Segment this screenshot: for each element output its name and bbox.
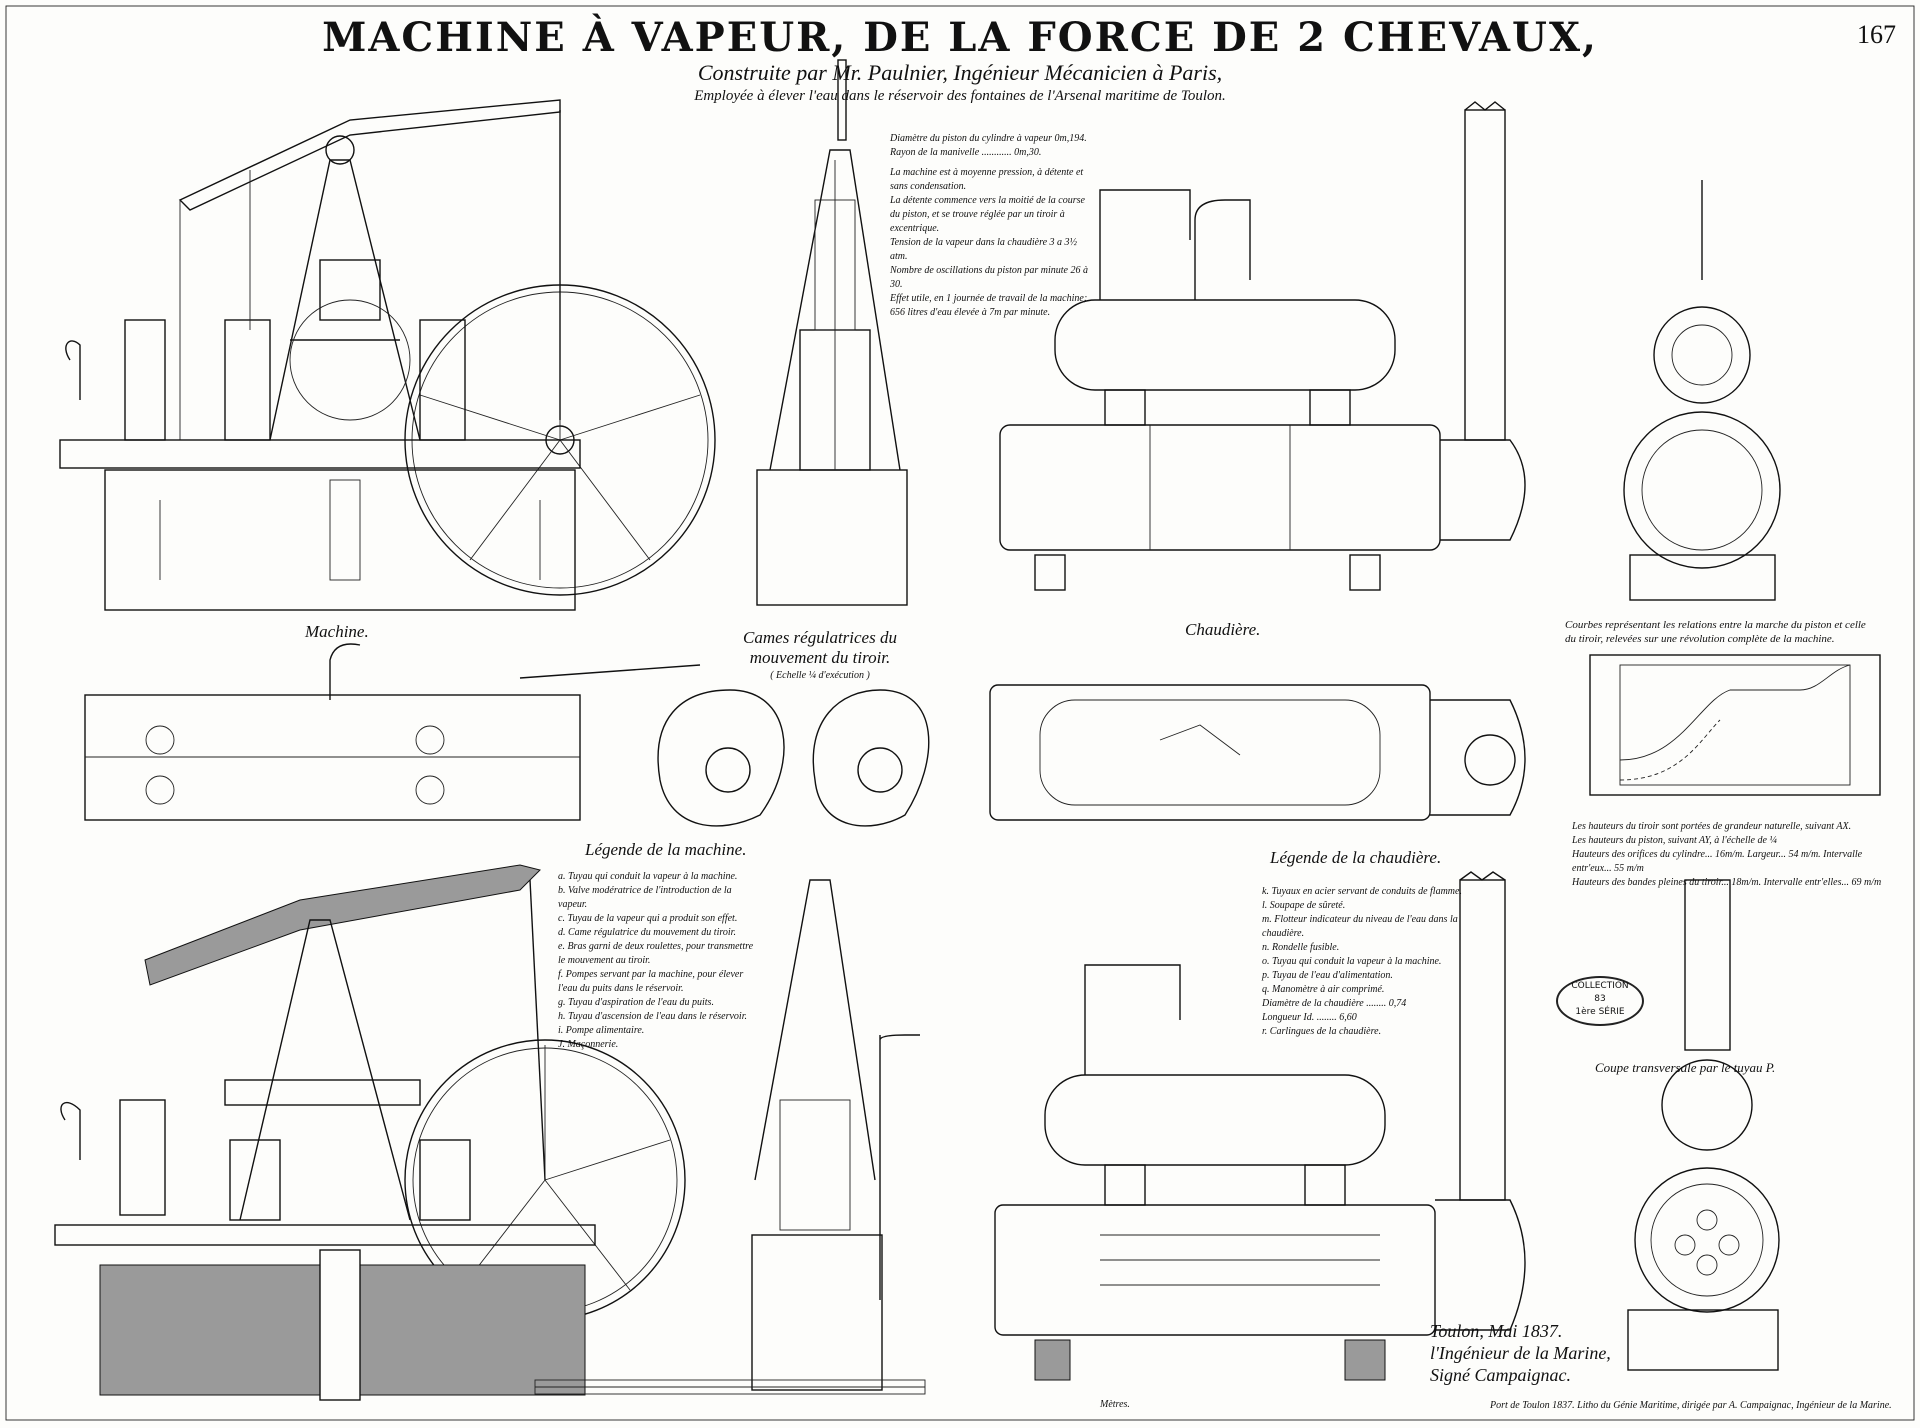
spec-line: La détente commence vers la moitié de la… bbox=[890, 195, 1085, 234]
boiler-section-drawing bbox=[994, 871, 1526, 1381]
courbes-note: Les hauteurs du tiroir sont portées de g… bbox=[1572, 821, 1852, 832]
legend-machine-item: d. Came régulatrice du mouvement du tiro… bbox=[558, 927, 736, 938]
caption-coupe: Coupe transversale par le tuyau P. bbox=[1595, 1060, 1776, 1075]
caption-machine: Machine. bbox=[305, 622, 369, 641]
signature-line: Signé Campaignac. bbox=[1430, 1365, 1571, 1385]
spec-line: La machine est à moyenne pression, à dét… bbox=[890, 167, 1084, 192]
legend-machine-item: g. Tuyau d'aspiration de l'eau du puits. bbox=[558, 997, 714, 1008]
plate-subtitle: Construite par Mr. Paulnier, Ingénieur M… bbox=[697, 60, 1223, 85]
caption-chaudiere: Chaudière. bbox=[1185, 620, 1261, 639]
legend-machine-title: Légende de la machine. bbox=[585, 840, 747, 859]
spec-line: Diamètre du piston du cylindre à vapeur … bbox=[890, 133, 1087, 144]
stamp-line: 83 bbox=[1594, 994, 1606, 1004]
legend-machine: a. Tuyau qui conduit la vapeur à la mach… bbox=[558, 870, 758, 1052]
caption-metres: Mètres. bbox=[1100, 1399, 1130, 1410]
plate-border bbox=[5, 5, 1915, 1421]
boiler-cross-section-lower-drawing bbox=[1627, 879, 1780, 1371]
caption-cames: Cames régulatrices du mouvement du tiroi… bbox=[743, 628, 897, 667]
machine-plan-drawing bbox=[84, 643, 701, 821]
plate-number: 167 bbox=[1857, 20, 1896, 49]
legend-machine-item: c. Tuyau de la vapeur qui a produit son … bbox=[558, 913, 738, 924]
legend-chaudiere-item: q. Manomètre à air comprimé. bbox=[1262, 984, 1385, 995]
machine-side-section-drawing bbox=[751, 879, 920, 1391]
spec-line: Effet utile, en 1 journée de travail de … bbox=[890, 293, 1088, 304]
legend-machine-item: h. Tuyau d'ascension de l'eau dans le ré… bbox=[558, 1011, 747, 1022]
cams-drawing bbox=[657, 689, 930, 827]
machine-elevation-drawing bbox=[59, 99, 716, 611]
caption-courbes: Courbes représentant les relations entre… bbox=[1565, 619, 1866, 645]
caption-cames-scale: ( Echelle ¼ d'exécution ) bbox=[770, 670, 870, 681]
spec-line: 656 litres d'eau élevée à 7m par minute. bbox=[890, 307, 1051, 318]
courbes-note: Les hauteurs du piston, suivant AY, à l'… bbox=[1572, 835, 1777, 846]
signature-block: Toulon, Mai 1837. l'Ingénieur de la Mari… bbox=[1430, 1320, 1611, 1386]
plate-subtitle-usage: Employée à élever l'eau dans le réservoi… bbox=[694, 88, 1226, 104]
legend-chaudiere-item: Diamètre de la chaudière ........ 0,74 bbox=[1262, 998, 1407, 1009]
specs-block: Diamètre du piston du cylindre à vapeur … bbox=[890, 132, 1090, 320]
legend-machine-item: f. Pompes servant par la machine, pour é… bbox=[558, 969, 744, 994]
spec-line: Nombre de oscillations du piston par min… bbox=[890, 265, 1088, 290]
legend-chaudiere-item: Longueur Id. ........ 6,60 bbox=[1262, 1012, 1357, 1023]
courbes-graph bbox=[1589, 654, 1881, 796]
legend-chaudiere-item: k. Tuyaux en acier servant de conduits d… bbox=[1262, 886, 1462, 897]
spec-line: Rayon de la manivelle ............ 0m,30… bbox=[890, 147, 1042, 158]
stamp-line: 1ère SÉRIE bbox=[1575, 1007, 1625, 1017]
courbes-note: Hauteurs des orifices du cylindre... 16m… bbox=[1572, 849, 1863, 874]
legend-chaudiere-item: o. Tuyau qui conduit la vapeur à la mach… bbox=[1262, 956, 1442, 967]
legend-chaudiere: k. Tuyaux en acier servant de conduits d… bbox=[1262, 885, 1482, 1039]
collection-stamp: COLLECTION 83 1ère SÉRIE bbox=[1556, 976, 1644, 1026]
spec-line: Tension de la vapeur dans la chaudière 3… bbox=[890, 237, 1078, 262]
legend-machine-item: J. Maçonnerie. bbox=[558, 1039, 619, 1050]
legend-chaudiere-item: r. Carlingues de la chaudière. bbox=[1262, 1026, 1382, 1037]
machine-section-drawing bbox=[54, 864, 686, 1401]
scale-bar bbox=[534, 1379, 926, 1395]
signature-line: Toulon, Mai 1837. bbox=[1430, 1321, 1563, 1341]
stamp-line: COLLECTION bbox=[1571, 981, 1629, 991]
legend-chaudiere-title: Légende de la chaudière. bbox=[1270, 848, 1442, 867]
boiler-cross-section-drawing bbox=[1623, 180, 1781, 601]
legend-chaudiere-item: n. Rondelle fusible. bbox=[1262, 942, 1340, 953]
boiler-elevation-drawing bbox=[999, 101, 1526, 591]
courbes-note: Hauteurs des bandes pleines du tiroir...… bbox=[1572, 877, 1882, 888]
legend-machine-item: a. Tuyau qui conduit la vapeur à la mach… bbox=[558, 871, 738, 882]
plate-title: MACHINE À VAPEUR, DE LA FORCE DE 2 CHEVA… bbox=[322, 14, 1598, 61]
legend-chaudiere-item: m. Flotteur indicateur du niveau de l'ea… bbox=[1262, 914, 1458, 939]
legend-chaudiere-item: l. Soupape de sûreté. bbox=[1262, 900, 1346, 911]
signature-line: l'Ingénieur de la Marine, bbox=[1430, 1343, 1611, 1363]
imprint-footer: Port de Toulon 1837. Litho du Génie Mari… bbox=[1490, 1400, 1892, 1411]
legend-chaudiere-item: p. Tuyau de l'eau d'alimentation. bbox=[1262, 970, 1393, 981]
legend-machine-item: e. Bras garni de deux roulettes, pour tr… bbox=[558, 941, 754, 966]
machine-side-drawing bbox=[756, 59, 908, 606]
boiler-plan-drawing bbox=[989, 684, 1526, 821]
courbes-notes: Les hauteurs du tiroir sont portées de g… bbox=[1572, 820, 1902, 890]
legend-machine-item: i. Pompe alimentaire. bbox=[558, 1025, 645, 1036]
legend-machine-item: b. Valve modératrice de l'introduction d… bbox=[558, 885, 732, 910]
